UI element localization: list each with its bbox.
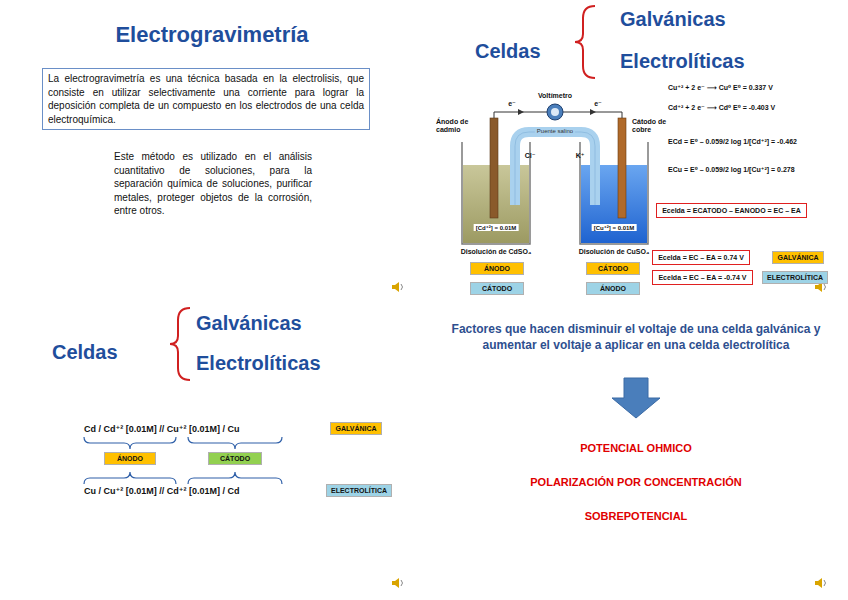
- cell-type-tag: ELECTROLÍTICA: [326, 484, 392, 497]
- factor-item: SOBREPOTENCIAL: [585, 510, 688, 522]
- illustration-part: [392, 282, 399, 292]
- concentration-label: [Cu⁺²] = 0.01M: [592, 224, 637, 231]
- node-text: GALVÁNICA: [777, 254, 819, 261]
- speaker-icon: [815, 578, 826, 588]
- illustration-part: [824, 580, 826, 586]
- cell-type-tag: GALVÁNICA: [772, 251, 824, 264]
- device-label: Voltímetro: [538, 92, 572, 100]
- node-text: ELECTROLÍTICA: [767, 274, 823, 281]
- node-text: ÁNODO: [475, 265, 519, 272]
- slide-heading: Celdas: [475, 40, 541, 63]
- electron-arrow: [518, 109, 524, 115]
- body-text: Este método es utilizado en el análisis …: [114, 150, 312, 218]
- text-box: La electrogravimetría es una técnica bas…: [42, 68, 370, 130]
- solution-label: Disolución de CuSO₄: [579, 248, 650, 256]
- slide-title: Electrogravimetría: [115, 22, 308, 48]
- electron-arrow: [590, 109, 596, 115]
- electrode-tag: ÁNODO: [586, 282, 640, 295]
- slide-heading: Factores que hacen disminuir el voltaje …: [446, 322, 826, 353]
- electrode-label: Cátodo de cobre: [632, 118, 676, 135]
- salt-bridge-outline: [515, 132, 595, 205]
- brace: [188, 437, 282, 449]
- salt-bridge-label: Puente salino: [535, 128, 575, 134]
- node-text: GALVÁNICA: [335, 425, 377, 432]
- salt-bridge: [515, 132, 595, 205]
- voltmeter: [547, 104, 563, 120]
- node-text: CÁTODO: [591, 265, 635, 272]
- node-text: CÁTODO: [475, 285, 519, 292]
- formula-box: Ecelda = EC – EA = -0.74 V: [652, 270, 753, 285]
- half-reaction: Cu⁺² + 2 e⁻ ⟶ Cu⁰ E⁰ = 0.337 V: [668, 84, 773, 92]
- electrode-tag: CÁTODO: [470, 282, 524, 295]
- electrode-tag: CÁTODO: [208, 452, 262, 465]
- illustration-part: [392, 578, 399, 588]
- category-label: Galvánicas: [196, 312, 302, 335]
- voltmeter-face: [551, 108, 559, 116]
- nernst-equation: ECu = E⁰ – 0.059/2 log 1/[Cu⁺²] = 0.278: [668, 166, 795, 174]
- speaker-icon: [392, 282, 403, 292]
- down-arrow: [612, 378, 660, 418]
- brace: [188, 472, 282, 484]
- nernst-equation: ECd = E⁰ – 0.059/2 log 1/[Cd⁺²] = -0.462: [668, 138, 797, 146]
- cadmium-electrode: [490, 118, 498, 218]
- node-text: ELECTROLÍTICA: [331, 487, 387, 494]
- cell-notation: Cu / Cu⁺² [0.01M] // Cd⁺² [0.01M] / Cd: [84, 486, 240, 496]
- factor-item: POTENCIAL OHMICO: [580, 442, 692, 454]
- electrode-tag: CÁTODO: [586, 262, 640, 275]
- node-text: Ecelda = EC – EA = -0.74 V: [658, 274, 747, 281]
- node-text: Ecelda = EC – EA = 0.74 V: [658, 254, 744, 261]
- factor-item: POLARIZACIÓN POR CONCENTRACIÓN: [530, 476, 741, 488]
- brace: [84, 437, 176, 449]
- node-text: ÁNODO: [109, 455, 151, 462]
- cell-notation: Cd / Cd⁺² [0.01M] // Cu⁺² [0.01M] / Cu: [84, 424, 240, 434]
- cell-type-tag: GALVÁNICA: [330, 422, 382, 435]
- concentration-label: [Cd⁺²] = 0.01M: [474, 224, 519, 231]
- illustration-part: [401, 284, 403, 290]
- illustration-part: [815, 578, 822, 588]
- node-text: ÁNODO: [591, 285, 635, 292]
- cell-type-tag: ELECTROLÍTICA: [762, 271, 828, 284]
- node-text: La electrogravimetría es una técnica bas…: [48, 72, 364, 126]
- category-label: Galvánicas: [620, 8, 726, 31]
- category-label: Electrolíticas: [620, 50, 745, 73]
- ion-label: K⁺: [576, 152, 585, 160]
- curly-bracket: [170, 308, 190, 380]
- solution-label: Disolución de CdSO₄: [461, 248, 532, 256]
- electrode-label: Ánodo de cadmio: [436, 118, 486, 135]
- category-label: Electrolíticas: [196, 352, 321, 375]
- brace: [84, 472, 176, 484]
- slide-heading: Celdas: [52, 341, 118, 364]
- electrode-tag: ÁNODO: [104, 452, 156, 465]
- ion-label: Cl⁻: [525, 152, 536, 160]
- electron-label: e⁻: [508, 100, 516, 108]
- electrode-tag: ÁNODO: [470, 262, 524, 275]
- copper-electrode: [618, 118, 626, 218]
- node-text: CÁTODO: [213, 455, 257, 462]
- illustration-part: [401, 580, 403, 586]
- curly-bracket: [575, 6, 595, 78]
- electron-label: e⁻: [594, 100, 602, 108]
- formula-box: Ecelda = ECATODO – EANODO = EC – EA: [656, 203, 807, 218]
- formula-box: Ecelda = EC – EA = 0.74 V: [652, 250, 750, 265]
- node-text: Ecelda = ECATODO – EANODO = EC – EA: [662, 207, 801, 214]
- half-reaction: Cd⁺² + 2 e⁻ ⟶ Cd⁰ E⁰ = -0.403 V: [668, 104, 775, 112]
- illustration-part: [824, 284, 826, 290]
- speaker-icon: [392, 578, 403, 588]
